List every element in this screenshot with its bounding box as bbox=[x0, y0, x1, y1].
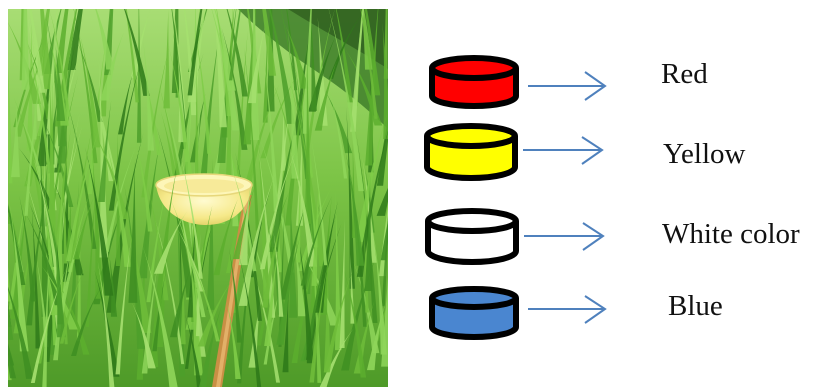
yellow-bowl-trap bbox=[155, 173, 253, 225]
legend-row-white: White color bbox=[420, 205, 820, 285]
legend-label-yellow: Yellow bbox=[663, 138, 746, 170]
red-cup-icon bbox=[429, 55, 607, 109]
legend-label-red: Red bbox=[661, 58, 708, 90]
blue-cup-icon bbox=[429, 286, 607, 340]
grass-field-image bbox=[0, 0, 409, 392]
legend-row-red: Red bbox=[420, 45, 820, 125]
legend-row-blue: Blue bbox=[420, 286, 820, 367]
white-cup-icon bbox=[425, 208, 605, 265]
legend-label-white: White color bbox=[662, 218, 800, 250]
legend-label-blue: Blue bbox=[668, 290, 723, 322]
legend-row-yellow: Yellow bbox=[420, 123, 820, 203]
yellow-cup-icon bbox=[424, 123, 604, 181]
field-photo bbox=[0, 0, 409, 392]
